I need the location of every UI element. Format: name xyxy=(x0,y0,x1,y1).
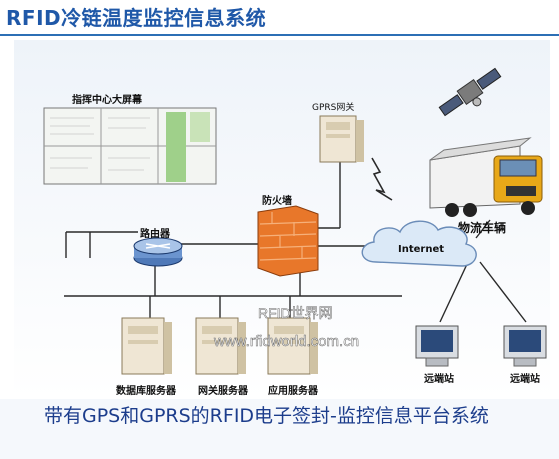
internet-label: Internet xyxy=(398,244,444,255)
application-server-label: 应用服务器 xyxy=(268,384,319,397)
watermark-line-1: RFID世界网 xyxy=(258,305,333,321)
connection-lines xyxy=(64,157,527,323)
database-server-label: 数据库服务器 xyxy=(116,384,177,397)
database-server-icon xyxy=(121,317,172,375)
internet-cloud-icon xyxy=(361,220,477,267)
satellite-icon xyxy=(438,67,502,117)
application-server-icon xyxy=(267,317,318,375)
gateway-server-label: 网关服务器 xyxy=(198,384,249,397)
command-center-screen xyxy=(43,107,217,185)
caption-background xyxy=(0,399,559,459)
gprs-gateway-icon xyxy=(319,115,364,163)
remote-station-1-icon xyxy=(415,325,459,367)
remote-station-2-icon xyxy=(503,325,547,367)
router-label: 路由器 xyxy=(140,227,171,240)
router-icon xyxy=(133,237,183,267)
gateway-server-icon xyxy=(195,317,246,375)
truck-label: 物流车辆 xyxy=(458,220,506,235)
big-screen-label: 指挥中心大屏幕 xyxy=(72,93,143,106)
title-divider xyxy=(0,34,559,36)
watermark-line-2: www.rfidworld.com.cn xyxy=(213,333,359,350)
page-title: RFID冷链温度监控信息系统 xyxy=(6,6,267,30)
gprs-gateway-label: GPRS网关 xyxy=(312,101,354,113)
remote-station-1-label: 远端站 xyxy=(424,372,454,385)
remote-station-2-label: 远端站 xyxy=(510,372,540,385)
firewall-label: 防火墙 xyxy=(262,194,292,207)
caption-text: 带有GPS和GPRS的RFID电子签封-监控信息平台系统 xyxy=(44,405,489,427)
logistics-truck-icon xyxy=(429,137,543,217)
firewall-icon xyxy=(257,205,319,277)
